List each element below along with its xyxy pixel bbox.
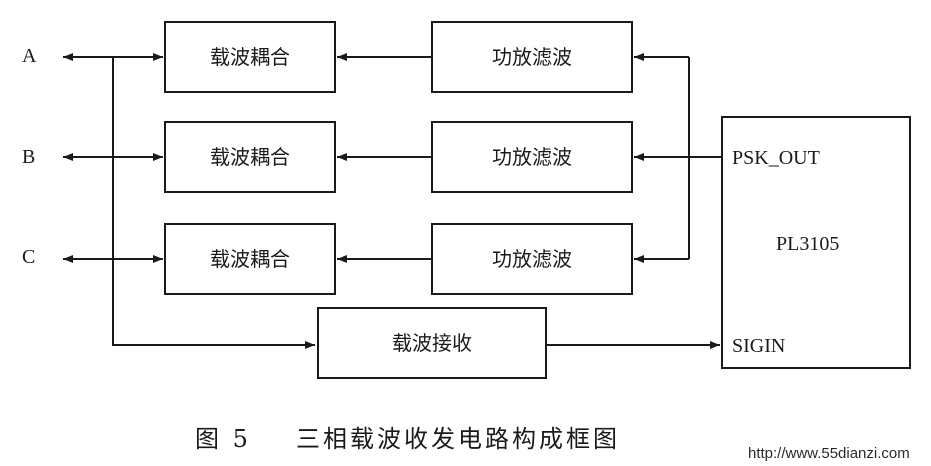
psk-out-pin-label: PSK_OUT [732,147,820,169]
coupling-block-b [164,121,336,193]
chip-block [721,116,911,369]
coupling-label-b: 载波耦合 [210,145,290,169]
figure-title: 三相载波收发电路构成框图 [296,425,620,453]
amp-filter-block-b [431,121,633,193]
sigin-pin-label: SIGIN [732,335,785,357]
amp-filter-block-c [431,223,633,295]
receive-bus-line [112,57,315,349]
coupling-block-c [164,223,336,295]
coupling-block-a [164,21,336,93]
amp-filter-label-c: 功放滤波 [492,247,572,271]
coupling-label-c: 载波耦合 [210,247,290,271]
port-label-a: A [22,45,37,67]
port-label-b: B [22,146,35,168]
port-label-c: C [22,246,35,268]
receive-label: 载波接收 [392,331,472,355]
receive-block [317,307,547,379]
chip-label: PL3105 [776,233,839,255]
amp-filter-label-b: 功放滤波 [492,145,572,169]
coupling-label-a: 载波耦合 [210,45,290,69]
figure-number: 图 5 [195,425,251,453]
amp-filter-block-a [431,21,633,93]
amp-filter-label-a: 功放滤波 [492,45,572,69]
watermark-text: http://www.55dianzi.com [748,445,910,462]
